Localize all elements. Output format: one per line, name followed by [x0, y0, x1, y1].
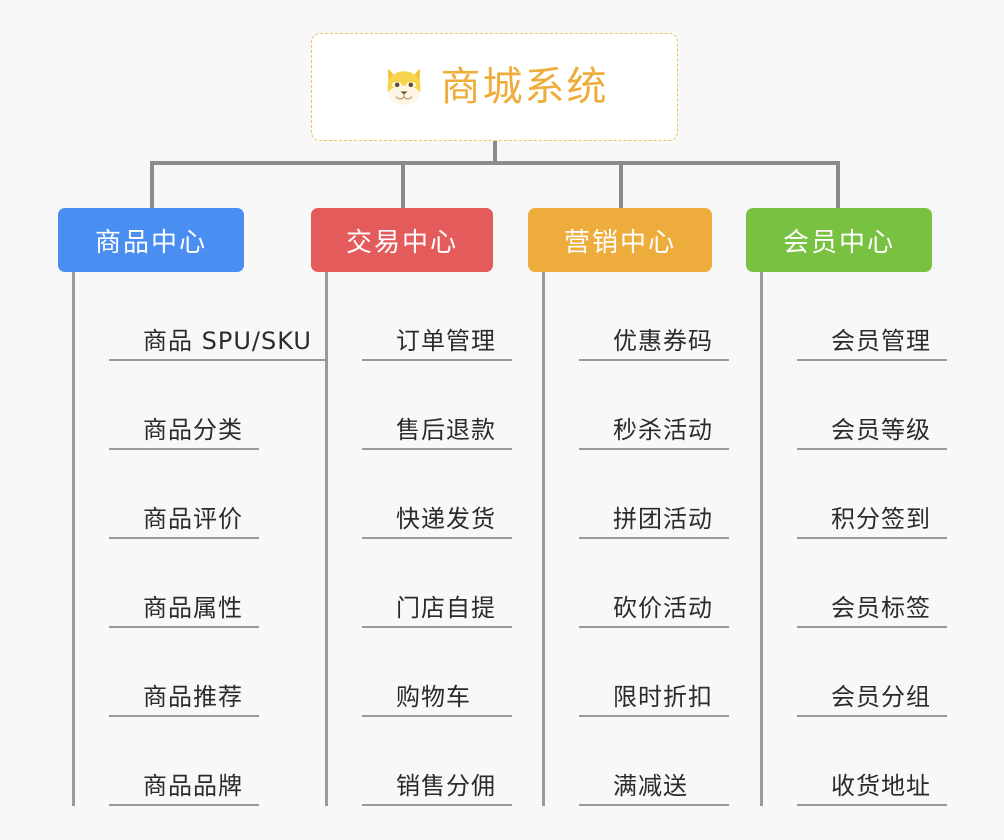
list-item[interactable]: 销售分佣	[328, 717, 512, 806]
list-item-label: 优惠券码	[613, 327, 713, 355]
list-item-label: 商品推荐	[143, 683, 243, 711]
list-item[interactable]: 门店自提	[328, 539, 512, 628]
branch-column-1: 商品中心 商品 SPU/SKU 商品分类 商品评价 商品属性 商品推荐 商品品牌	[58, 208, 328, 806]
list-item[interactable]: 会员标签	[763, 539, 947, 628]
list-item[interactable]: 商品评价	[75, 450, 284, 539]
list-item-label: 购物车	[396, 683, 471, 711]
branch-items-3: 优惠券码 秒杀活动 拼团活动 砍价活动 限时折扣 满减送	[542, 272, 729, 806]
connector-horizontal-bus	[150, 161, 840, 165]
list-item-label: 快递发货	[396, 505, 496, 533]
branch-header-4[interactable]: 会员中心	[746, 208, 932, 272]
list-item[interactable]: 商品分类	[75, 361, 284, 450]
list-item[interactable]: 售后退款	[328, 361, 512, 450]
list-item-label: 门店自提	[396, 594, 496, 622]
list-item-label: 商品 SPU/SKU	[143, 327, 312, 355]
list-item-label: 销售分佣	[396, 772, 496, 800]
branch-column-3: 营销中心 优惠券码 秒杀活动 拼团活动 砍价活动 限时折扣 满减送	[528, 208, 729, 806]
list-item[interactable]: 砍价活动	[545, 539, 729, 628]
list-item-label: 收货地址	[831, 772, 931, 800]
list-item[interactable]: 商品品牌	[75, 717, 284, 806]
list-item[interactable]: 积分签到	[763, 450, 947, 539]
branch-header-3[interactable]: 营销中心	[528, 208, 712, 272]
list-item-label: 商品评价	[143, 505, 243, 533]
list-item[interactable]: 限时折扣	[545, 628, 729, 717]
list-item-label: 会员管理	[831, 327, 931, 355]
connector-root-stem	[493, 141, 497, 164]
branch-column-4: 会员中心 会员管理 会员等级 积分签到 会员标签 会员分组 收货地址	[746, 208, 947, 806]
connector-drop-3	[619, 161, 623, 209]
list-item-label: 满减送	[613, 772, 688, 800]
list-item[interactable]: 商品 SPU/SKU	[75, 272, 328, 361]
branch-header-2[interactable]: 交易中心	[311, 208, 493, 272]
list-item-label: 限时折扣	[613, 683, 713, 711]
branch-column-2: 交易中心 订单管理 售后退款 快递发货 门店自提 购物车 销售分佣	[311, 208, 512, 806]
list-item[interactable]: 满减送	[545, 717, 729, 806]
list-item[interactable]: 商品推荐	[75, 628, 284, 717]
list-item[interactable]: 会员分组	[763, 628, 947, 717]
branch-items-2: 订单管理 售后退款 快递发货 门店自提 购物车 销售分佣	[325, 272, 512, 806]
list-item[interactable]: 会员等级	[763, 361, 947, 450]
branch-items-4: 会员管理 会员等级 积分签到 会员标签 会员分组 收货地址	[760, 272, 947, 806]
connector-drop-4	[836, 161, 840, 209]
list-item[interactable]: 会员管理	[763, 272, 947, 361]
list-item[interactable]: 拼团活动	[545, 450, 729, 539]
list-item[interactable]: 订单管理	[328, 272, 512, 361]
list-item-label: 售后退款	[396, 416, 496, 444]
list-item-label: 拼团活动	[613, 505, 713, 533]
list-item[interactable]: 收货地址	[763, 717, 947, 806]
list-item-label: 砍价活动	[613, 594, 713, 622]
list-item[interactable]: 快递发货	[328, 450, 512, 539]
shiba-dog-face-icon	[386, 68, 421, 105]
connector-drop-2	[401, 161, 405, 209]
branch-items-1: 商品 SPU/SKU 商品分类 商品评价 商品属性 商品推荐 商品品牌	[72, 272, 328, 806]
list-item-label: 会员分组	[831, 683, 931, 711]
list-item-label: 秒杀活动	[613, 416, 713, 444]
list-item-label: 会员标签	[831, 594, 931, 622]
branch-header-1[interactable]: 商品中心	[58, 208, 244, 272]
list-item[interactable]: 优惠券码	[545, 272, 729, 361]
list-item-label: 商品属性	[143, 594, 243, 622]
connector-drop-1	[150, 161, 154, 209]
list-item-label: 商品品牌	[143, 772, 243, 800]
list-item[interactable]: 秒杀活动	[545, 361, 729, 450]
list-item-label: 商品分类	[143, 416, 243, 444]
list-item[interactable]: 商品属性	[75, 539, 284, 628]
root-node[interactable]: 商城系统	[311, 33, 678, 141]
list-item-label: 积分签到	[831, 505, 931, 533]
list-item-label: 订单管理	[396, 327, 496, 355]
list-item[interactable]: 购物车	[328, 628, 512, 717]
root-title: 商城系统	[440, 64, 609, 110]
list-item-label: 会员等级	[831, 416, 931, 444]
